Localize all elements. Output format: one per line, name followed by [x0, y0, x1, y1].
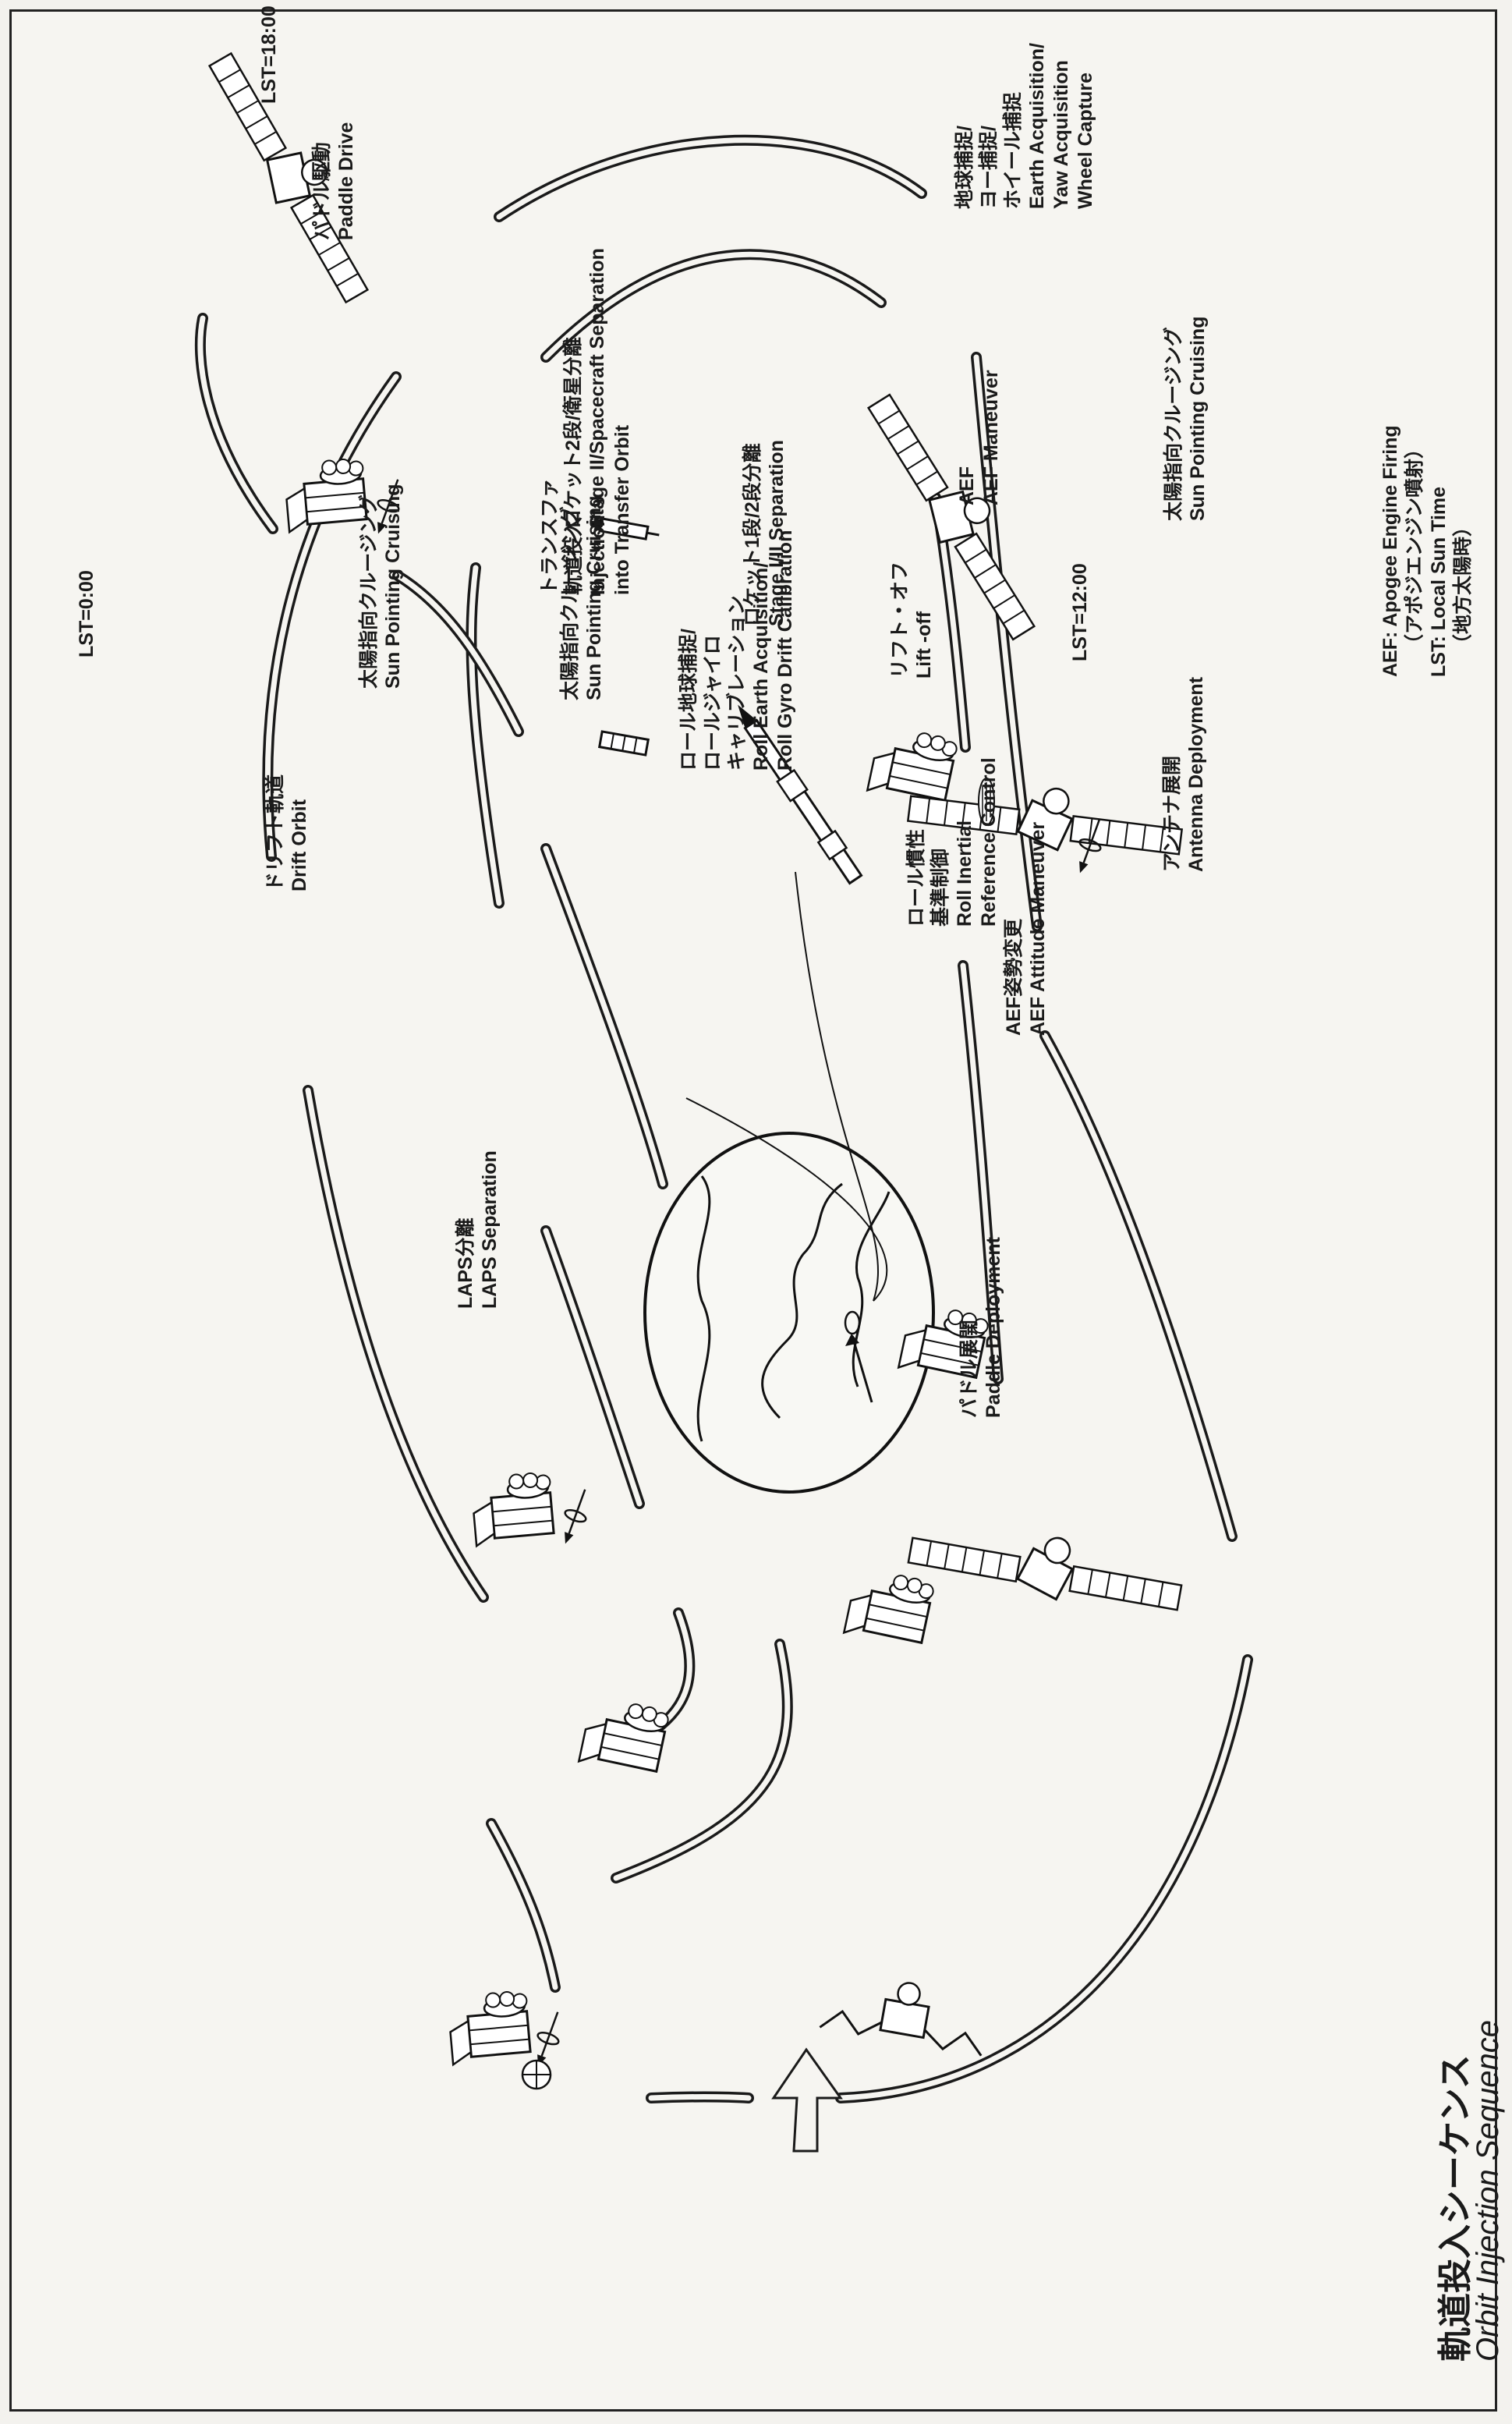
outer-orbit-arc [486, 1818, 561, 1993]
label-roll-inertial: ロール慣性 基準制御 Roll Inertial Reference Contr… [905, 757, 1000, 927]
transfer-spacecraft [597, 730, 650, 757]
label-paddle-drive: パドル駆動 Paddle Drive [311, 122, 357, 240]
lst-18-label: LST=18:00 [258, 5, 280, 104]
sc-laps-sep [446, 1989, 533, 2066]
label-paddle-deploy: パドル展開 Paddle Deployment [958, 1237, 1004, 1418]
rocket-stage-2-sc [590, 517, 660, 540]
inner-orbit-arc [194, 313, 278, 534]
sc-sun-pointing-left [282, 456, 370, 533]
lst-0-label: LST=0:00 [76, 570, 97, 657]
label-aef-attitude: AEF姿勢変更 AEF Attitude Maneuver [1003, 821, 1049, 1036]
label-roll-earth-acq: ロール地球捕捉/ ロールジャイロ キャリブレーション Roll Earth Ac… [678, 530, 796, 771]
legend-aef: AEF: Apogee Engine Firing [1379, 425, 1401, 677]
label-drift-orbit: ドリフト軌道 Drift Orbit [264, 774, 310, 891]
sc-roll-earth [577, 1693, 671, 1779]
legend: AEF: Apogee Engine Firing （アポジエンジン噴射） LS… [1379, 425, 1475, 677]
outer-orbit-arcs [262, 134, 1253, 2103]
aef-plume-icon [978, 778, 995, 826]
sc-paddle-deploy [819, 1982, 983, 2057]
label-antenna-deploy: アンテナ展開 Antenna Deployment [1161, 676, 1207, 872]
legend-lst-jp: （地方太陽時） [1452, 516, 1474, 654]
label-sun-pointing-inner: 太陽指向クルージング Sun Pointing Cruising [559, 495, 605, 700]
label-lift-off: リフト・オフ Lift -off [889, 561, 935, 679]
lst-12-label: LST=12:00 [1069, 563, 1091, 661]
sun-sensor-icon [554, 1484, 597, 1549]
sc-sun-pointing-inner [469, 1470, 557, 1547]
outer-orbit-arcs-inner [264, 137, 1251, 2101]
label-earth-yaw-wheel: 地球捕捉/ ヨー捕捉/ ホイール捕捉 Earth Acquisition/ Ya… [954, 43, 1096, 209]
outer-orbit-arc [1039, 1030, 1238, 1542]
orbit-direction-arrow [771, 2047, 843, 2153]
legend-aef-jp: （アポジエンジン噴射） [1404, 438, 1425, 654]
rocket-stage-1-2 [738, 704, 863, 885]
label-laps-sep: LAPS分離 LAPS Separation [455, 1150, 501, 1309]
laps-sphere-icon [521, 2059, 552, 2090]
legend-lst: LST: Local Sun Time [1428, 486, 1450, 677]
diagram-title-en: Orbit Injection Sequence [1471, 2019, 1505, 2362]
inner-orbit-arc [392, 570, 524, 737]
sc-antenna-deploy [900, 1462, 1190, 1686]
sc-roll-inertial [842, 1565, 937, 1650]
label-aef-maneuver: AEF AEF Maneuver [956, 370, 1002, 505]
lift-off-arrow [844, 1310, 873, 1403]
earth-globe [643, 871, 935, 1494]
label-sun-pointing-left: 太陽指向クルージング Sun Pointing Cruising [358, 484, 404, 689]
label-sun-pointing-right: 太陽指向クルージング Sun Pointing Cruising [1163, 316, 1209, 521]
